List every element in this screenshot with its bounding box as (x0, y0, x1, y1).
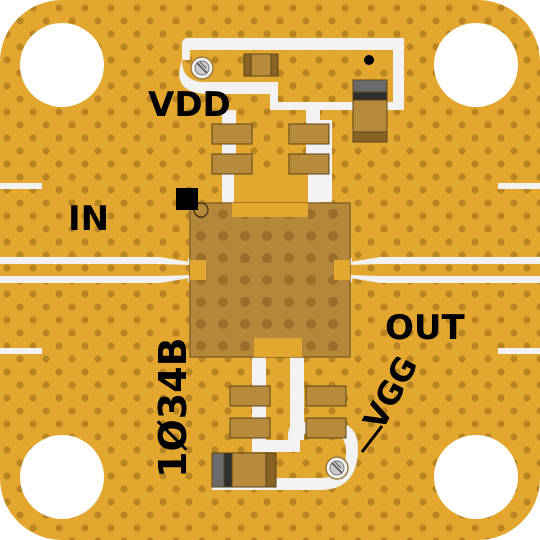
capacitor-c4 (288, 123, 330, 145)
mounting-hole-bottom-left (20, 435, 104, 519)
label-vdd: VDD (148, 85, 231, 125)
chip-pad-rf-in (190, 260, 206, 280)
polarity-dot (364, 55, 374, 65)
chip-pad-vgg (254, 338, 302, 357)
screw-vgg (325, 456, 349, 480)
mmic-chip (176, 188, 351, 358)
mounting-hole-bottom-right (434, 435, 518, 519)
capacitor-c5 (288, 153, 330, 175)
screw-vdd (190, 56, 214, 80)
label-part-number: 1Ø34B (151, 337, 195, 478)
mounting-holes (20, 23, 518, 519)
capacitor-c9 (305, 417, 347, 439)
label-out: OUT (385, 308, 466, 348)
capacitor-c2 (211, 123, 253, 145)
capacitor-c8 (305, 385, 347, 407)
label-in: IN (68, 199, 109, 239)
capacitor-c3 (211, 153, 253, 175)
mounting-hole-top-left (20, 23, 104, 107)
capacitor-c7 (229, 417, 271, 439)
label-vgg-leader (360, 425, 384, 453)
mounting-hole-top-right (434, 23, 518, 107)
passive-components (211, 53, 388, 488)
pin1-square-icon (176, 188, 198, 210)
capacitor-c6 (229, 385, 271, 407)
chip-pad-vdd (232, 203, 308, 217)
chip-pad-rf-out (334, 260, 350, 280)
